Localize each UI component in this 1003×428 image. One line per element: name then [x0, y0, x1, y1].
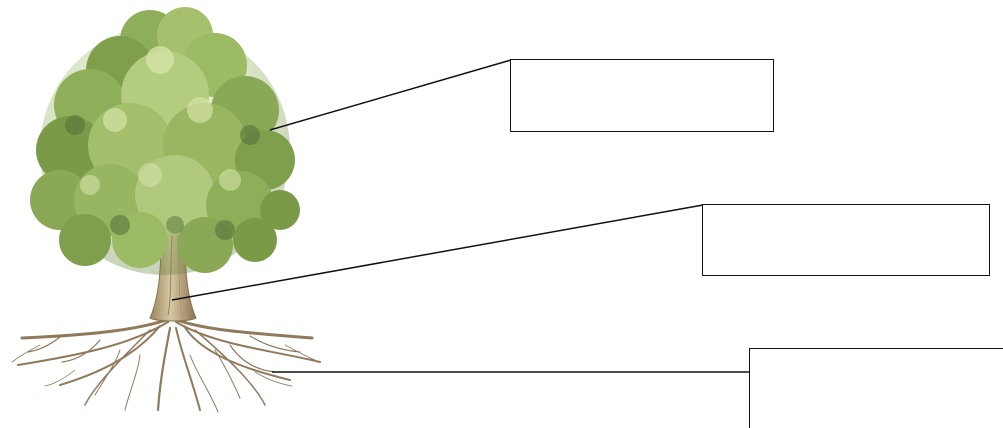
label-box-roots[interactable] — [749, 348, 1003, 428]
crown — [30, 7, 300, 275]
label-box-trunk[interactable] — [702, 204, 990, 276]
roots — [12, 318, 320, 412]
label-box-crown[interactable] — [510, 59, 774, 132]
leader-line-crown — [270, 60, 511, 130]
